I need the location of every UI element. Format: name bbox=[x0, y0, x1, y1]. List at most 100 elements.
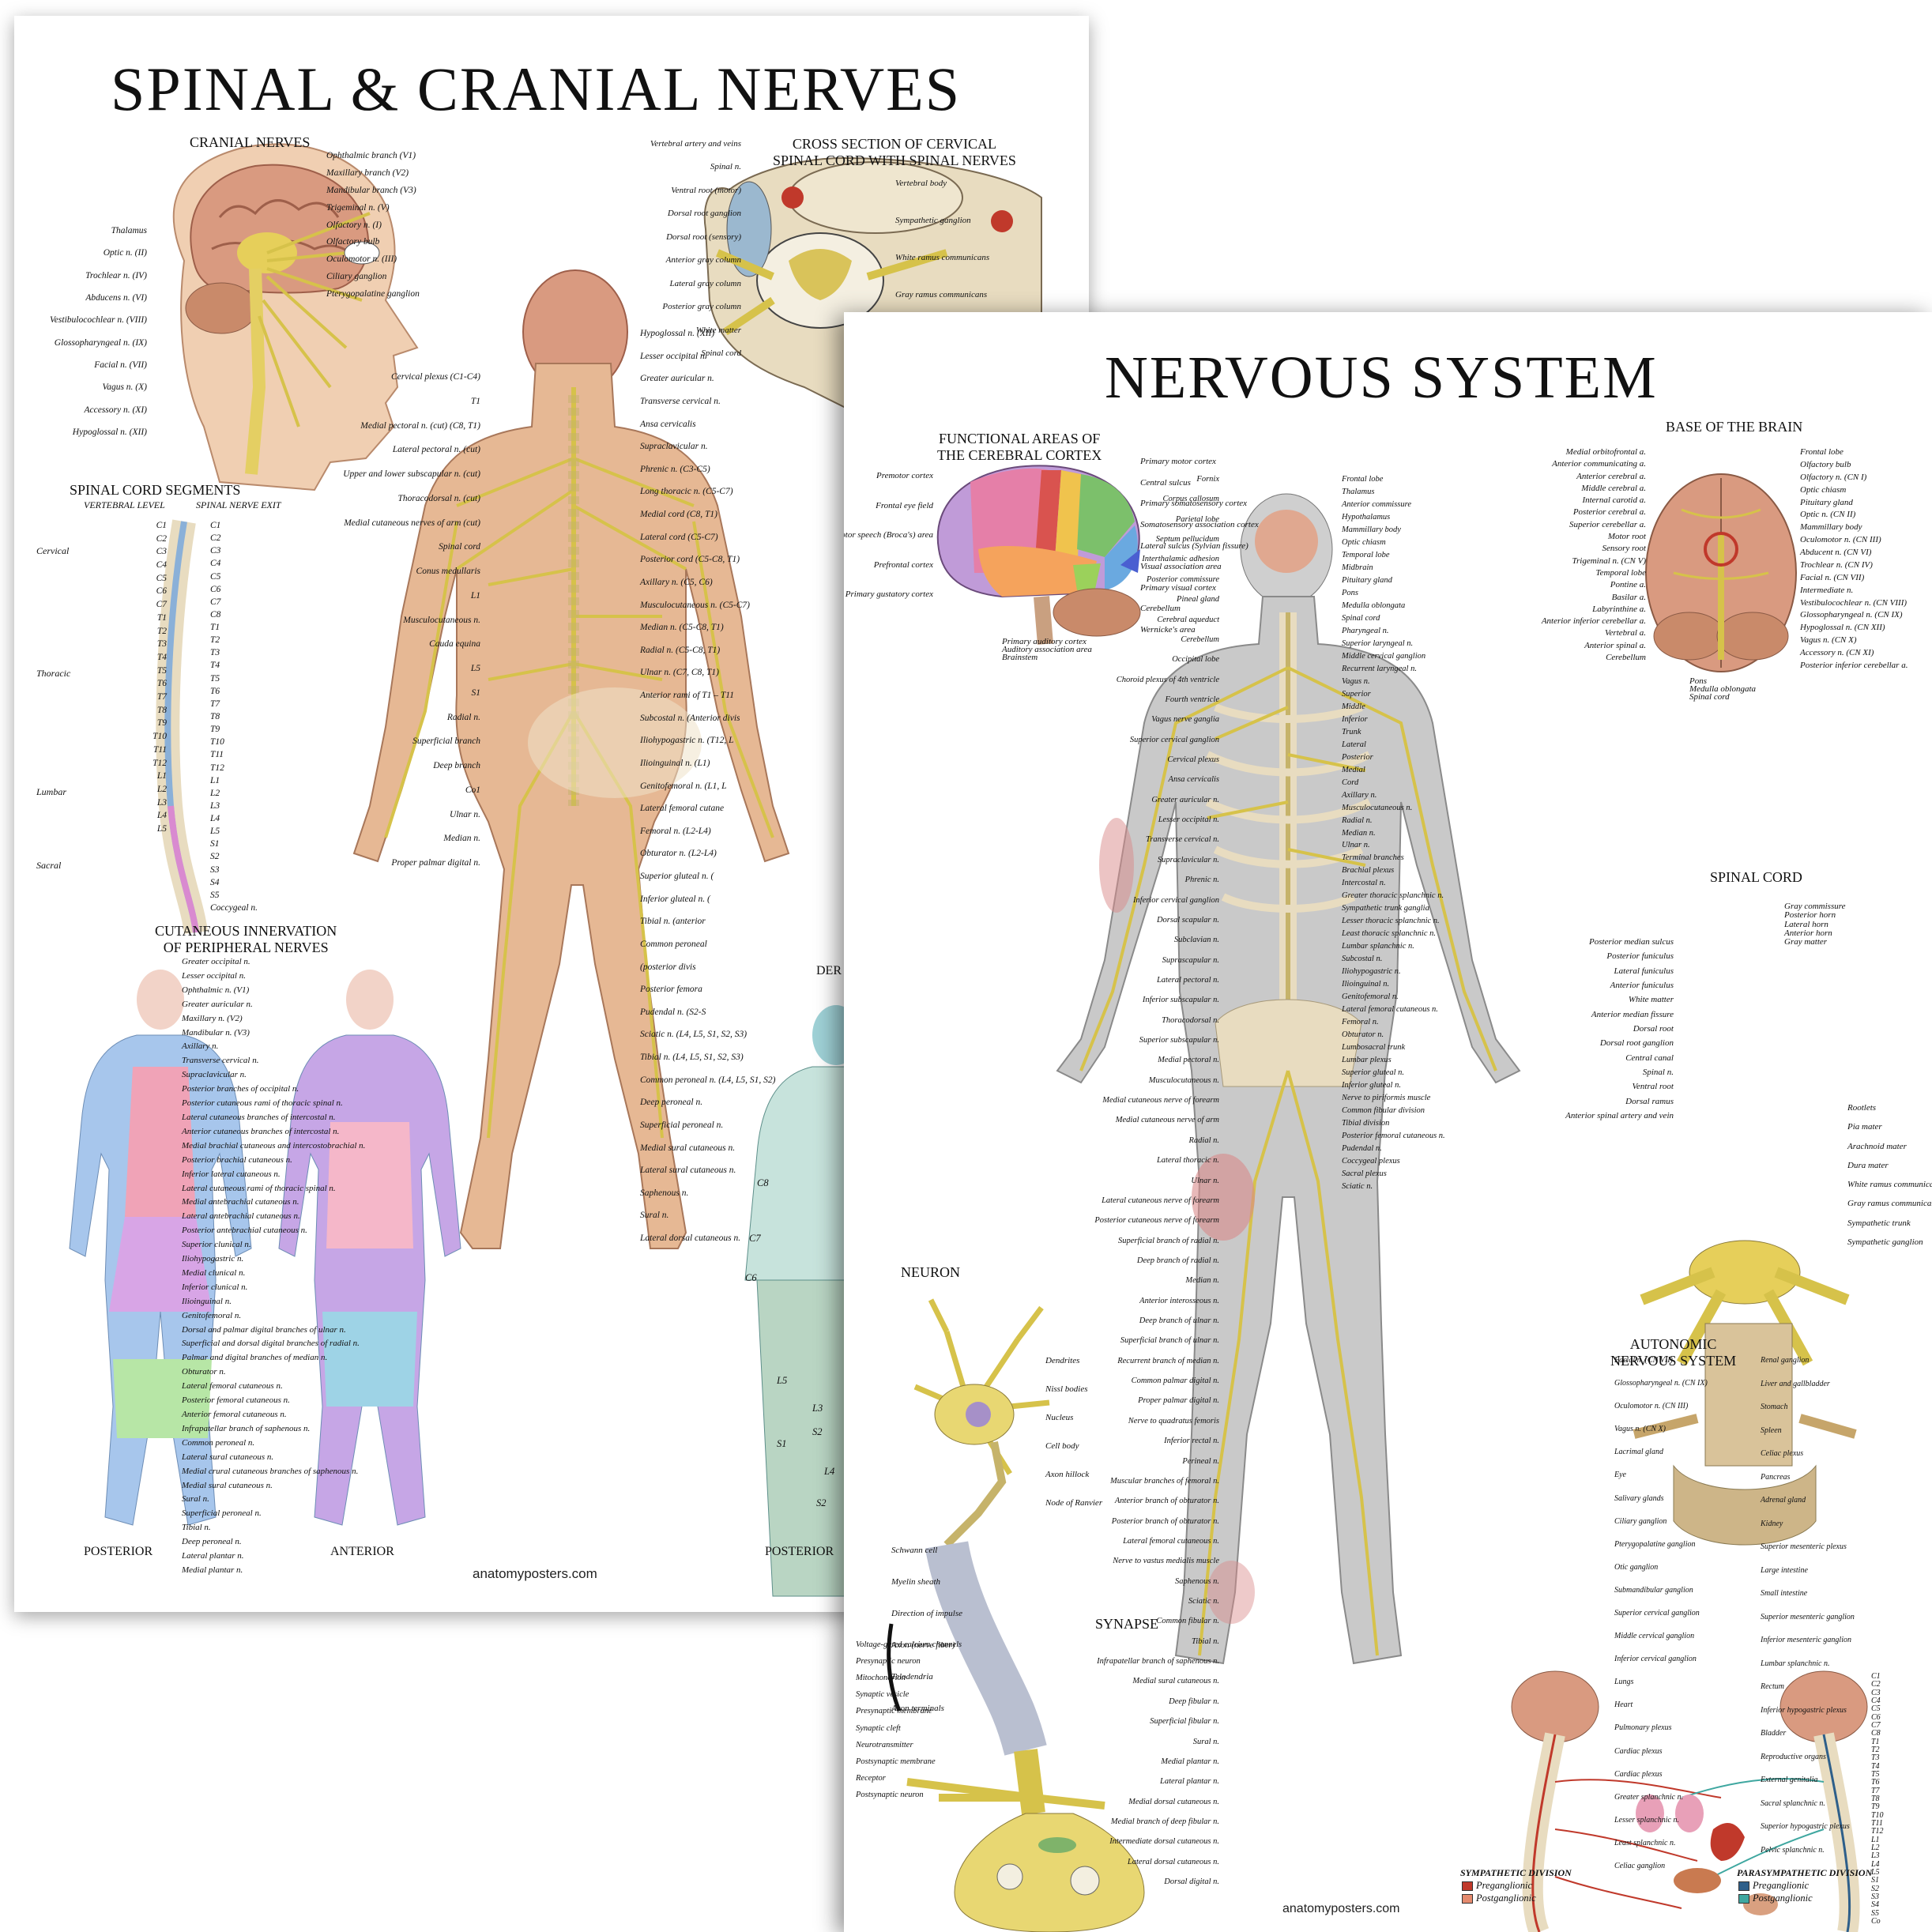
spinal-body-right-label-3: Transverse cervical n. bbox=[640, 397, 721, 406]
vertebral-level-4: C5 bbox=[156, 574, 167, 583]
sc-label-21: Dura mater bbox=[1847, 1161, 1889, 1170]
ns-body-right-label-15: Recurrent laryngeal n. bbox=[1342, 665, 1417, 673]
nerve-exit-9: T2 bbox=[210, 635, 220, 645]
cortex-label-15: Auditory association area bbox=[1002, 645, 1092, 654]
ns-body-left-label-1: Corpus callosum bbox=[1162, 495, 1219, 503]
ns-body-left-label-56: Sciatic n. bbox=[1188, 1597, 1219, 1606]
cutaneous-label-4: Maxillary n. (V2) bbox=[182, 1014, 243, 1023]
base-label-35: Hypoglossal n. (CN XII) bbox=[1800, 623, 1885, 632]
nerve-exit-14: T7 bbox=[210, 699, 220, 709]
spinal-body-right-label-2: Greater auricular n. bbox=[640, 374, 714, 383]
spinal-body-right-label-5: Supraclavicular n. bbox=[640, 442, 708, 451]
nervous-credit: anatomyposters.com bbox=[1282, 1902, 1400, 1915]
synapse-label-1: Presynaptic neuron bbox=[856, 1657, 921, 1666]
ns-body-left-label-21: Inferior cervical ganglion bbox=[1132, 896, 1219, 905]
base-label-10: Temporal lobe bbox=[1595, 568, 1646, 578]
vertebral-level-6: C7 bbox=[156, 600, 167, 609]
ns-body-left-label-20: Phrenic n. bbox=[1184, 876, 1219, 884]
auto-label-24: Liver and gallbladder bbox=[1761, 1380, 1830, 1388]
auto-label-16: Pulmonary plexus bbox=[1614, 1723, 1672, 1732]
vertebral-level-9: T3 bbox=[156, 639, 167, 649]
base-of-brain-illustration bbox=[1645, 473, 1797, 672]
sc-label-3: Anterior horn bbox=[1784, 928, 1832, 938]
cranial-label-16: Oculomotor n. (III) bbox=[326, 254, 397, 264]
ns-body-right-label-23: Medial bbox=[1342, 766, 1365, 774]
cutaneous-label-24: Ilioinguinal n. bbox=[182, 1297, 232, 1306]
ns-body-right-label-38: Subcostal n. bbox=[1342, 955, 1383, 963]
cranial-head-illustration bbox=[172, 143, 419, 491]
segment-region-0: Cervical bbox=[36, 545, 70, 556]
ns-body-left-label-66: Medial dorsal cutaneous n. bbox=[1128, 1798, 1219, 1806]
ns-body-right-label-20: Trunk bbox=[1342, 728, 1361, 736]
sc-label-24: Sympathetic trunk bbox=[1847, 1218, 1911, 1228]
dermatome-label-6: S2 bbox=[812, 1426, 823, 1437]
cutaneous-label-1: Lesser occipital n. bbox=[182, 971, 246, 981]
base-label-24: Optic chiasm bbox=[1800, 485, 1847, 495]
cutaneous-label-7: Transverse cervical n. bbox=[182, 1056, 259, 1065]
ns-body-right-label-10: Medulla oblongata bbox=[1342, 601, 1406, 610]
auto-label-1: Glossopharyngeal n. (CN IX) bbox=[1614, 1379, 1708, 1388]
base-label-22: Olfactory bulb bbox=[1800, 460, 1851, 469]
cutaneous-label-32: Anterior femoral cutaneous n. bbox=[182, 1410, 287, 1419]
nerve-exit-10: T3 bbox=[210, 648, 220, 657]
ns-body-left-label-32: Medial cutaneous nerve of arm bbox=[1115, 1116, 1219, 1124]
nerve-exit-5: C6 bbox=[210, 585, 221, 594]
spinal-body-left-label-7: Spinal cord bbox=[439, 542, 480, 552]
spinal-body-left-label-6: Medial cutaneous nerves of arm (cut) bbox=[344, 518, 480, 528]
ns-body-left-label-40: Median n. bbox=[1185, 1276, 1219, 1285]
cutaneous-label-36: Medial crural cutaneous branches of saph… bbox=[182, 1467, 359, 1476]
ns-body-left-label-18: Transverse cervical n. bbox=[1145, 835, 1219, 844]
ns-body-right-label-51: Tibial division bbox=[1342, 1119, 1390, 1128]
spinal-body-right-label-15: Ulnar n. (C7, C8, T1) bbox=[640, 668, 719, 677]
spinal-body-right-label-20: Genitofemoral n. (L1, L bbox=[640, 781, 727, 791]
neuron-label-0: Dendrites bbox=[1045, 1356, 1080, 1365]
cutaneous-label-2: Ophthalmic n. (V1) bbox=[182, 985, 250, 995]
ns-body-left-label-68: Intermediate dorsal cutaneous n. bbox=[1109, 1837, 1219, 1846]
cranial-label-14: Olfactory n. (I) bbox=[326, 220, 382, 230]
vertebral-level-16: T10 bbox=[153, 732, 167, 741]
cutaneous-label-13: Medial brachial cutaneous and intercosto… bbox=[182, 1141, 366, 1151]
ns-body-left-label-23: Subclavian n. bbox=[1173, 936, 1219, 944]
cranial-label-6: Facial n. (VII) bbox=[94, 360, 147, 370]
ns-body-right-label-9: Pons bbox=[1342, 589, 1358, 597]
nerve-exit-23: L4 bbox=[210, 814, 220, 823]
ns-body-left-label-30: Musculocutaneous n. bbox=[1148, 1076, 1219, 1085]
vertebral-level-19: L1 bbox=[156, 771, 167, 781]
synapse-label-3: Synaptic vesicle bbox=[856, 1690, 910, 1699]
auto-level-7: C8 bbox=[1871, 1729, 1881, 1738]
cutaneous-label-30: Lateral femoral cutaneous n. bbox=[182, 1381, 283, 1391]
spinal-body-right-label-25: Inferior gluteal n. ( bbox=[640, 894, 710, 904]
auto-level-11: T4 bbox=[1871, 1762, 1880, 1771]
cross-label-1: Spinal n. bbox=[710, 162, 741, 171]
spinal-body-right-label-7: Long thoracic n. (C5-C7) bbox=[640, 487, 733, 496]
spinal-body-left-label-20: Proper palmar digital n. bbox=[391, 858, 480, 868]
cutaneous-label-42: Lateral plantar n. bbox=[182, 1551, 244, 1561]
spinal-cord-heading: SPINAL CORD bbox=[1710, 869, 1802, 885]
base-label-12: Basilar a. bbox=[1611, 593, 1646, 602]
ns-body-left-label-15: Ansa cervicalis bbox=[1168, 775, 1219, 784]
ns-body-right-label-35: Lesser thoracic splanchnic n. bbox=[1342, 917, 1440, 925]
base-label-0: Medial orbitofrontal a. bbox=[1565, 447, 1646, 457]
cutaneous-label-12: Anterior cutaneous branches of intercost… bbox=[182, 1127, 340, 1136]
spinal-body-right-label-36: Medial sural cutaneous n. bbox=[640, 1143, 736, 1153]
neuron-label-10: Telodendria bbox=[891, 1672, 933, 1682]
spinal-body-left-label-12: L5 bbox=[470, 664, 480, 673]
spinal-body-left-label-19: Median n. bbox=[443, 834, 480, 843]
cranial-label-8: Accessory n. (XI) bbox=[84, 405, 147, 415]
ns-body-right-label-19: Inferior bbox=[1342, 715, 1368, 724]
auto-label-33: Small intestine bbox=[1761, 1589, 1808, 1598]
spinal-body-right-label-32: Tibial n. (L4, L5, S1, S2, S3) bbox=[640, 1053, 744, 1062]
ns-body-right-label-2: Anterior commissure bbox=[1342, 500, 1411, 509]
ns-body-left-label-57: Common fibular n. bbox=[1156, 1617, 1219, 1625]
spinal-body-left-label-1: T1 bbox=[470, 397, 480, 406]
auto-level-6: C7 bbox=[1871, 1721, 1881, 1730]
dermatome-label-0: C8 bbox=[757, 1177, 769, 1188]
spinal-body-right-label-12: Musculocutaneous n. (C5-C7) bbox=[640, 601, 750, 610]
spinal-nerve-exit-heading: SPINAL NERVE EXIT bbox=[196, 499, 281, 510]
cross-section-heading-line2: SPINAL CORD WITH SPINAL NERVES bbox=[773, 153, 1016, 168]
vertebral-level-14: T8 bbox=[156, 706, 167, 715]
cortex-label-8: Somatosensory association cortex bbox=[1140, 520, 1259, 529]
auto-label-41: External genitalia bbox=[1761, 1776, 1818, 1784]
anterior-label: ANTERIOR bbox=[330, 1545, 394, 1558]
nervous-poster-title: NERVOUS SYSTEM bbox=[1105, 345, 1658, 411]
